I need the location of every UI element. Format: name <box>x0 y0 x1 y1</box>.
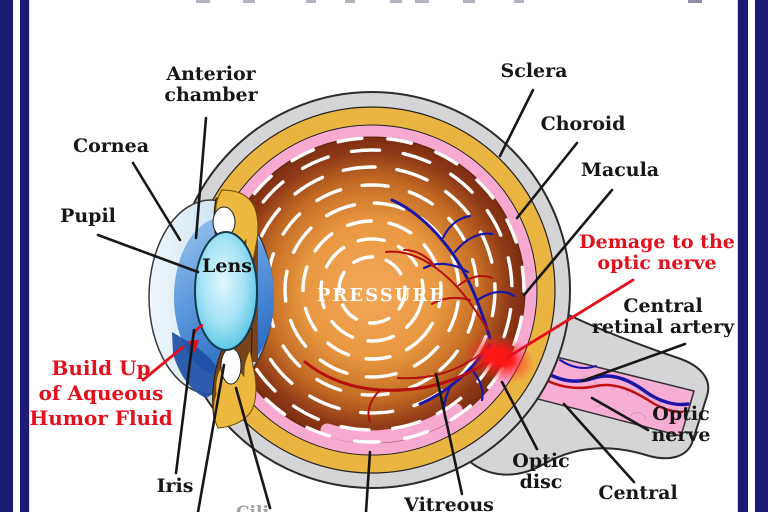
label-pressure: PRESSURE <box>316 285 446 306</box>
leader-choroid <box>515 141 579 220</box>
aqueous-buildup-patch <box>172 332 220 398</box>
leader-central-retinal-artery <box>580 342 687 383</box>
label-optic-disc-line1: Optic <box>512 450 570 472</box>
label-optic-nerve-line2: nerve <box>651 424 711 446</box>
aqueous-flow-arrowhead <box>188 340 199 353</box>
leader-central <box>562 402 636 484</box>
leader-cornea <box>131 161 182 242</box>
frame-inner-left <box>20 0 29 512</box>
label-lens: Lens <box>202 255 252 277</box>
label-damage-line2: optic nerve <box>597 252 717 274</box>
leader-buildup <box>141 345 185 382</box>
frame-edge-right <box>737 0 738 512</box>
red-leader-lines <box>141 278 635 382</box>
label-central-retinal-artery: Central retinal artery <box>581 296 745 338</box>
label-vitreous: Vitreous <box>404 494 494 512</box>
label-buildup-line2: of Aqueous <box>38 381 164 405</box>
label-pupil: Pupil <box>60 205 116 227</box>
label-damage-line1: Demage to the <box>579 231 735 253</box>
label-cornea: Cornea <box>72 135 150 157</box>
leader-anterior-chamber <box>194 116 208 240</box>
cropped-title-remnant <box>688 0 702 3</box>
cropped-title-remnant <box>514 0 524 3</box>
label-central: Central <box>598 482 678 504</box>
leader-cut-label-left <box>196 363 226 512</box>
leader-cut-label-ciliary <box>234 386 272 510</box>
label-iris: Iris <box>156 475 194 497</box>
cropped-title-remnant <box>463 0 475 3</box>
cropped-title-remnant <box>345 0 355 3</box>
retina-highlight-arc <box>320 403 463 444</box>
label-optic-nerve: Optic nerve <box>638 404 724 446</box>
label-anterior-chamber: Anterior chamber <box>150 64 272 106</box>
label-cra-line1: Central <box>623 295 703 317</box>
cut-label-fragment: Cili <box>236 505 298 512</box>
frame-outer-left <box>0 0 13 512</box>
label-anterior-chamber-line2: chamber <box>164 84 258 106</box>
label-optic-disc-line2: disc <box>519 471 563 493</box>
anterior-segment <box>148 189 274 429</box>
leader-vitreous <box>434 372 464 496</box>
cropped-title-remnant <box>415 0 429 3</box>
retinal-arteries <box>303 249 498 423</box>
leader-optic-nerve <box>590 396 650 432</box>
leader-lines <box>96 88 687 512</box>
frame-outer-right <box>755 0 768 512</box>
label-optic-disc: Optic disc <box>504 451 578 493</box>
label-buildup-line1: Build Up <box>51 356 151 380</box>
central-retinal-vein-vessel <box>538 366 690 407</box>
lens-shape <box>194 231 258 351</box>
label-macula: Macula <box>580 159 660 181</box>
leader-cut-label-retina <box>364 450 372 512</box>
label-optic-nerve-line1: Optic <box>652 403 710 425</box>
label-cra-line2: retinal artery <box>591 316 735 338</box>
label-choroid: Choroid <box>540 113 626 135</box>
leader-pupil <box>96 233 200 274</box>
leader-optic-disc <box>500 380 539 451</box>
central-retinal-artery-vessel <box>540 376 684 414</box>
frame-edge-left <box>29 0 30 512</box>
cropped-title-remnant <box>196 0 210 3</box>
label-aqueous-buildup: Build Up of Aqueous Humor Fluid <box>24 356 178 431</box>
leader-macula <box>522 188 614 297</box>
label-buildup-line3: Humor Fluid <box>29 406 173 430</box>
label-sclera: Sclera <box>500 60 568 82</box>
frame-inner-right <box>738 0 748 512</box>
label-damage-optic-nerve: Demage to the optic nerve <box>566 232 748 274</box>
cropped-title-remnant <box>243 0 255 3</box>
optic-disc-damage-glow <box>464 332 536 384</box>
leader-sclera <box>498 88 535 158</box>
leader-damage <box>506 278 635 359</box>
label-anterior-chamber-line1: Anterior <box>166 63 256 85</box>
cropped-title-remnant <box>390 0 402 3</box>
cropped-title-remnant <box>306 0 316 3</box>
leader-iris <box>174 328 196 475</box>
